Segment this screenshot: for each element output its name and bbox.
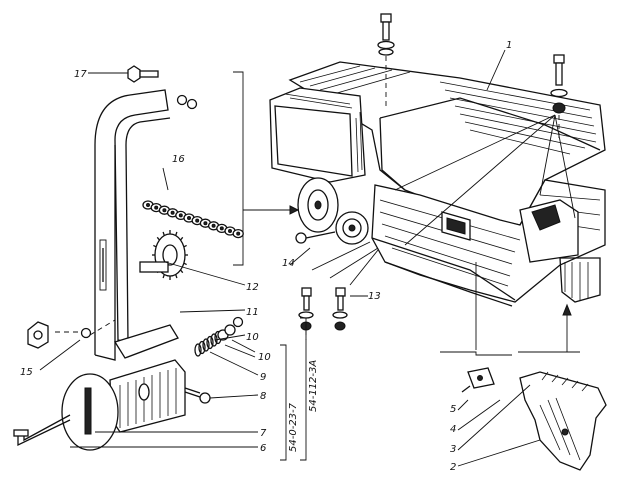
callout-12: 12 bbox=[246, 282, 259, 293]
leader-lines bbox=[39, 49, 580, 467]
callout-15: 15 bbox=[20, 367, 33, 378]
callout-5: 5 bbox=[450, 404, 456, 415]
callout-6: 6 bbox=[260, 443, 266, 454]
callout-9: 9 bbox=[260, 372, 266, 383]
discharge-chute bbox=[461, 367, 607, 471]
mounting-plate bbox=[13, 359, 186, 451]
callout-10b: 10 bbox=[258, 352, 271, 363]
frame-bracket bbox=[94, 89, 179, 361]
callout-17: 17 bbox=[74, 69, 87, 80]
callout-1: 1 bbox=[506, 40, 512, 51]
callout-4: 4 bbox=[450, 424, 456, 435]
callout-8: 8 bbox=[260, 391, 266, 402]
housing-sprockets bbox=[295, 177, 369, 245]
drive-chain bbox=[142, 200, 244, 239]
callout-13: 13 bbox=[368, 291, 381, 302]
callout-10a: 10 bbox=[246, 332, 259, 343]
hardware bbox=[27, 65, 244, 404]
callout-labels: 1 17 16 14 12 13 11 10 10 9 8 7 6 15 5 4… bbox=[20, 40, 512, 473]
front-cover-block bbox=[269, 87, 366, 183]
callout-2: 2 bbox=[450, 462, 456, 473]
callout-3: 3 bbox=[450, 444, 456, 455]
callout-7: 7 bbox=[260, 428, 267, 439]
kit-label-b: 54-112-3A bbox=[308, 360, 319, 412]
callout-14: 14 bbox=[282, 258, 295, 269]
callout-16: 16 bbox=[172, 154, 185, 165]
housing-part-1 bbox=[288, 61, 606, 307]
kit-label-a: 54-0-23-7 bbox=[288, 402, 299, 452]
top-bolts bbox=[298, 13, 568, 331]
callout-11: 11 bbox=[246, 307, 259, 318]
drive-sprocket bbox=[139, 230, 188, 280]
